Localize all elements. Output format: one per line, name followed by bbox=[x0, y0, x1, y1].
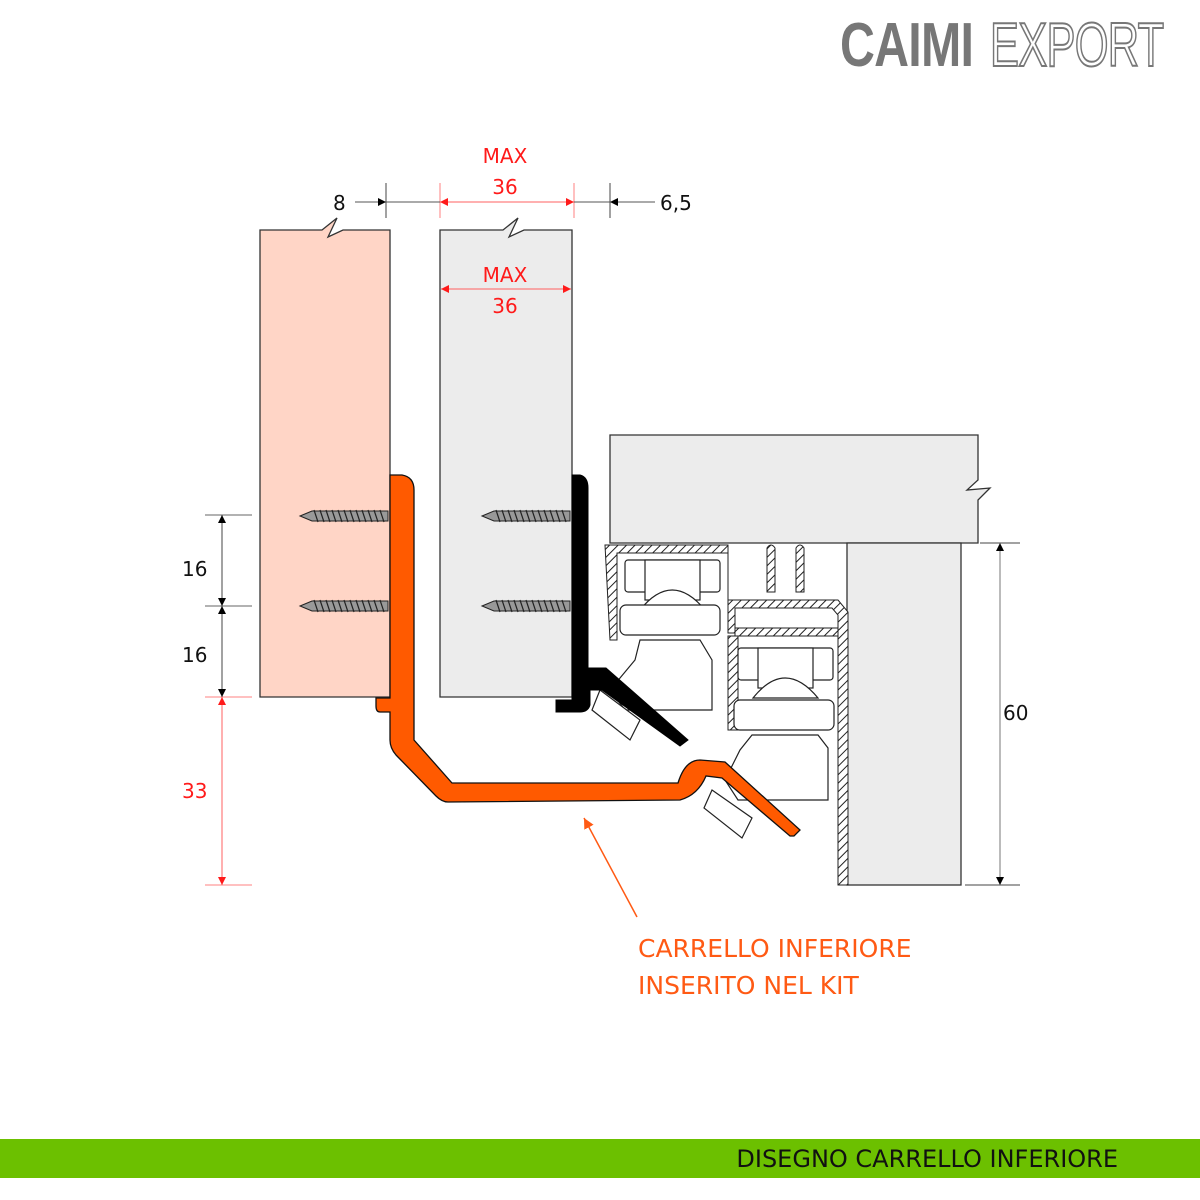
lower-wheel-assembly bbox=[703, 647, 835, 839]
top-dimensions: 8 MAX 36 6,5 bbox=[333, 144, 692, 218]
screw-spacing-2: 16 bbox=[182, 643, 207, 667]
track-height-dimension: 60 bbox=[1003, 701, 1028, 725]
screw-icon bbox=[299, 599, 389, 613]
drawing-title: DISEGNO CARRELLO INFERIORE bbox=[736, 1145, 1118, 1173]
logo-outline-text: EXPORT bbox=[989, 10, 1165, 81]
left-dimensions: 16 16 33 bbox=[182, 514, 252, 886]
side-panel bbox=[846, 542, 962, 886]
gap-left-dimension: 8 bbox=[333, 191, 346, 215]
upper-wheel-assembly bbox=[591, 559, 721, 741]
right-door-panel bbox=[439, 217, 573, 698]
door-max-value-top: 36 bbox=[492, 175, 517, 199]
black-bracket bbox=[555, 474, 689, 747]
top-track-beam bbox=[609, 434, 992, 544]
gap-right-dimension: 6,5 bbox=[660, 191, 692, 215]
bottom-offset: 33 bbox=[182, 779, 207, 803]
logo-bold-text: CAIMI bbox=[840, 10, 974, 80]
screw-icon bbox=[299, 509, 389, 523]
footer-title-bar: DISEGNO CARRELLO INFERIORE bbox=[0, 1139, 1200, 1178]
carriage-callout: CARRELLO INFERIORE INSERITO NEL KIT bbox=[583, 817, 912, 1000]
inner-door-dimension: MAX 36 bbox=[441, 263, 571, 318]
screw-spacing-1: 16 bbox=[182, 557, 207, 581]
left-door-panel bbox=[259, 217, 391, 698]
door-max-label-top: MAX bbox=[483, 144, 528, 168]
callout-line-2: INSERITO NEL KIT bbox=[638, 971, 860, 1000]
door-max-value-inner: 36 bbox=[492, 294, 517, 318]
callout-line-1: CARRELLO INFERIORE bbox=[638, 934, 912, 963]
right-dimension: 60 bbox=[965, 542, 1028, 886]
lower-carriage-profile bbox=[375, 474, 801, 837]
door-max-label-inner: MAX bbox=[483, 263, 528, 287]
screw-icon bbox=[481, 509, 571, 523]
screw-icon bbox=[481, 599, 571, 613]
caimi-export-logo: CAIMI EXPORT bbox=[840, 10, 1200, 81]
